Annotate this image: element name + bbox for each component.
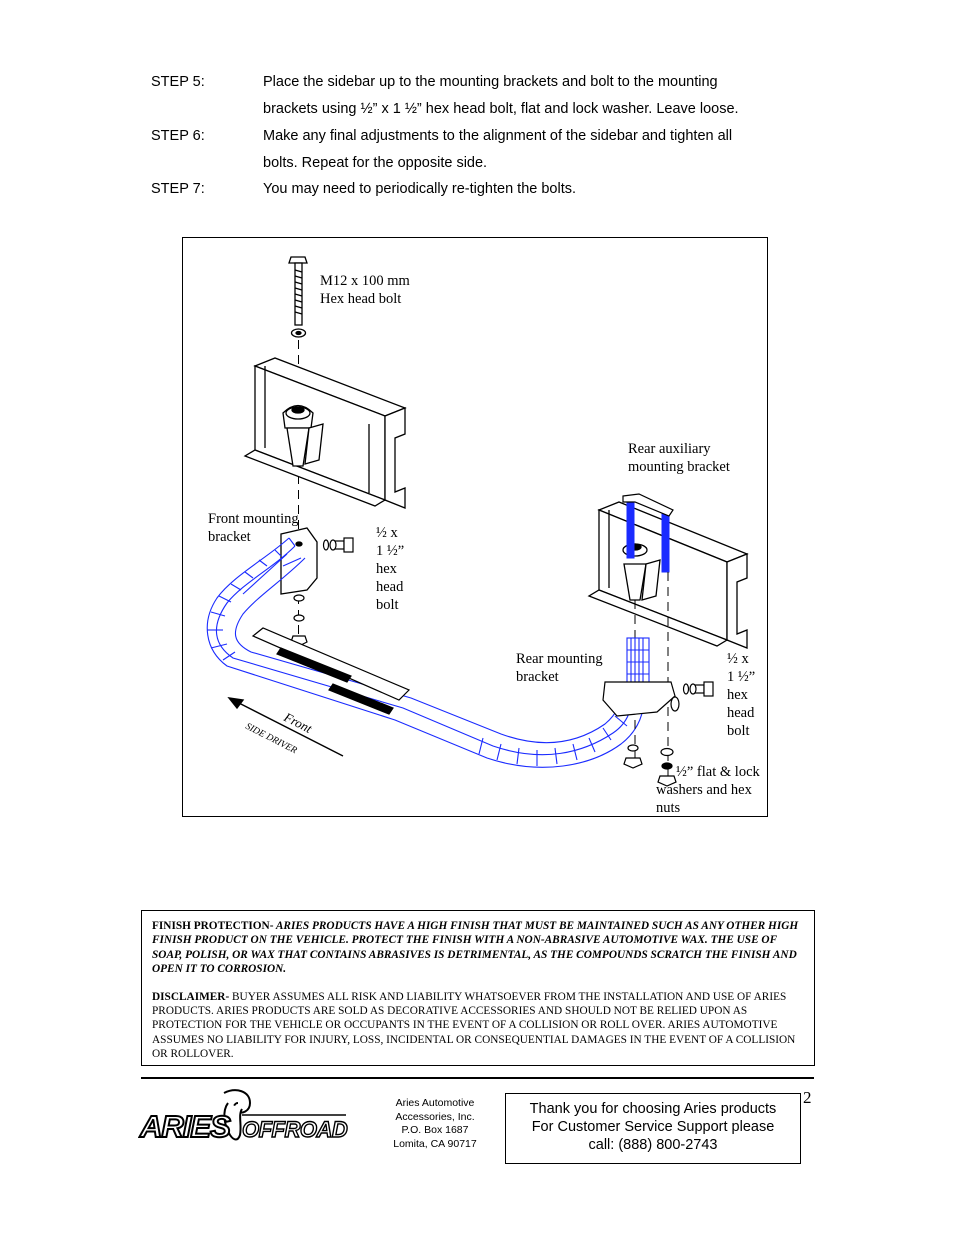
disclaimer-text: BUYER ASSUMES ALL RISK AND LIABILITY WHA… <box>152 990 796 1061</box>
callout-rear-bracket-line-2: bracket <box>516 669 559 685</box>
logo-aries-text: ARIES <box>139 1109 231 1144</box>
callout-washers-line-3: nuts <box>656 800 681 816</box>
step-6-text-line-1: Make any final adjustments to the alignm… <box>263 128 733 144</box>
ram-head-icon <box>223 1089 252 1141</box>
callout-hex-bolt-left-line-1: ½ x <box>376 525 398 541</box>
callout-hex-bolt-left: ½ x 1 ½” hex head bolt <box>376 524 404 614</box>
callout-hex-bolt-right-line-5: bolt <box>727 723 750 739</box>
rear-auxiliary-bracket <box>622 493 674 573</box>
m12-bolt-icon <box>288 256 308 338</box>
finish-protection-text: ARIES PRODUCTS HAVE A HIGH FINISH THAT M… <box>152 920 799 976</box>
callout-hex-bolt-left-line-4: head <box>376 579 404 595</box>
step-5-text-line-1: Place the sidebar up to the mounting bra… <box>263 74 718 90</box>
address-line-3: P.O. Box 1687 <box>401 1124 469 1136</box>
step-5-label: STEP 5: <box>151 74 205 90</box>
disclaimer-label: DISCLAIMER- <box>152 990 230 1003</box>
diagram-drawing: Front SIDE DRIVER <box>206 256 749 787</box>
callout-bolt-top-line-1: M12 x 100 mm <box>320 273 410 289</box>
support-line-1: Thank you for choosing Aries products <box>529 1101 777 1117</box>
disclaimer-paragraph: DISCLAIMER- BUYER ASSUMES ALL RISK AND L… <box>152 990 804 1062</box>
callout-hex-bolt-right-line-1: ½ x <box>727 651 749 667</box>
front-mounting-bracket <box>280 527 318 595</box>
callout-rear-auxiliary-line-1: Rear auxiliary <box>628 441 711 457</box>
installation-diagram: Front SIDE DRIVER <box>182 237 768 817</box>
step-5-text-line-2: brackets using ½” x 1 ½” hex head bolt, … <box>263 101 739 117</box>
support-line-3: call: (888) 800-2743 <box>588 1137 718 1153</box>
step-7-label: STEP 7: <box>151 181 205 197</box>
step-7-text-line-1: You may need to periodically re-tighten … <box>263 181 577 197</box>
customer-support-box: Thank you for choosing Aries products Fo… <box>505 1093 801 1164</box>
callout-rear-bracket: Rear mounting bracket <box>516 650 603 686</box>
callout-front-bracket-line-1: Front mounting <box>208 511 299 527</box>
callout-rear-auxiliary-line-2: mounting bracket <box>628 459 730 475</box>
step-plate <box>251 627 411 715</box>
callout-hex-bolt-right-line-4: head <box>727 705 755 721</box>
callout-hex-bolt-right: ½ x 1 ½” hex head bolt <box>727 650 755 740</box>
callout-rear-bracket-line-1: Rear mounting <box>516 651 603 667</box>
left-hex-bolt-icon <box>322 537 354 553</box>
callout-hex-bolt-right-line-3: hex <box>727 687 748 703</box>
rear-washers-nuts-icon <box>623 744 677 787</box>
page-number: 2 <box>803 1088 812 1107</box>
right-hex-bolt-icon <box>670 681 714 712</box>
address-line-2: Accessories, Inc. <box>395 1110 475 1123</box>
support-line-2: For Customer Service Support please <box>531 1119 775 1135</box>
logo-offroad-text: OFFROAD <box>242 1117 348 1142</box>
rear-mounting-bracket <box>602 637 676 717</box>
callout-rear-auxiliary: Rear auxiliary mounting bracket <box>628 440 730 476</box>
callout-washers-line-1: ½” flat & lock <box>676 764 760 780</box>
callout-washers-line-2: washers and hex <box>656 782 752 798</box>
callout-hex-bolt-right-line-2: 1 ½” <box>727 669 756 685</box>
callout-bolt-top-line-2: Hex head bolt <box>320 291 402 307</box>
aries-offroad-logo: ARIES OFFROAD <box>138 1089 349 1145</box>
address-line-4: Lomita, CA 90717 <box>393 1137 477 1150</box>
sidebar-tube <box>206 537 646 768</box>
company-address: Aries Automotive Accessories, Inc. P.O. … <box>380 1097 490 1151</box>
front-frame-channel <box>243 357 407 509</box>
callout-front-bracket: Front mounting bracket <box>208 510 299 546</box>
finish-disclaimer-box: FINISH PROTECTION- ARIES PRODUCTS HAVE A… <box>141 910 815 1066</box>
arrow-front-text: Front <box>281 709 315 736</box>
callout-washers: ½” flat & lock washers and hex nuts <box>656 763 760 817</box>
finish-protection-paragraph: FINISH PROTECTION- ARIES PRODUCTS HAVE A… <box>152 919 804 977</box>
callout-bolt-top: M12 x 100 mm Hex head bolt <box>320 272 410 308</box>
finish-protection-label: FINISH PROTECTION- <box>152 920 274 932</box>
footer-divider <box>141 1077 814 1079</box>
step-6-label: STEP 6: <box>151 128 205 144</box>
front-direction-arrow <box>227 697 344 757</box>
callout-hex-bolt-left-line-3: hex <box>376 561 397 577</box>
callout-front-bracket-line-2: bracket <box>208 529 251 545</box>
step-6-text-line-2: bolts. Repeat for the opposite side. <box>263 155 488 171</box>
address-line-1: Aries Automotive <box>395 1097 475 1109</box>
callout-hex-bolt-left-line-2: 1 ½” <box>376 543 405 559</box>
callout-hex-bolt-left-line-5: bolt <box>376 597 399 613</box>
